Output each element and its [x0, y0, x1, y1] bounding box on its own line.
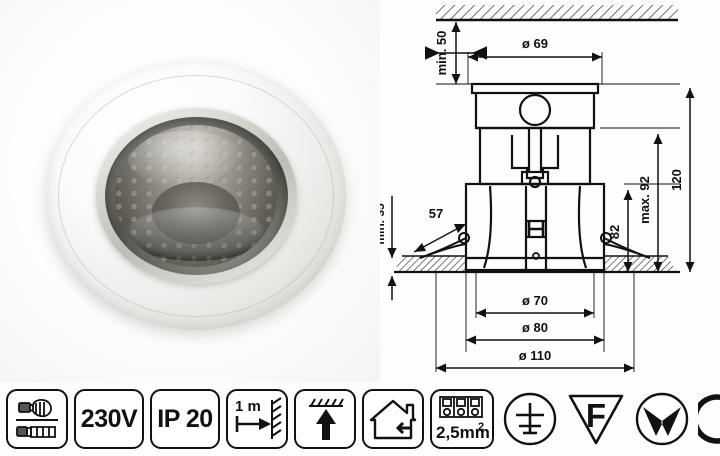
dimension-drawing-svg: min. 50 ø 69	[380, 5, 695, 373]
fixture-cross-section	[464, 82, 606, 272]
ceiling-slab-top	[436, 5, 678, 22]
dimension-dia-80: ø 80	[466, 320, 604, 345]
pictogram-voltage: 230V	[74, 389, 144, 449]
dimension-min-50: min. 50	[425, 22, 487, 84]
dimension-57: 57	[413, 206, 467, 253]
spring-clips	[419, 232, 651, 259]
lamp-types-icon	[16, 399, 58, 438]
pictogram-f-mark: F	[566, 389, 626, 449]
terminal-label: 2,5mm	[436, 423, 490, 442]
downlight-fixture-image	[46, 62, 346, 330]
terminal-superscript: 2	[478, 421, 484, 433]
pictogram-ceiling-mount	[294, 389, 356, 449]
dimension-dia-110: ø 110	[436, 348, 634, 373]
dim-label-min-35: min. 35	[380, 203, 387, 245]
conformity-chevron-icon	[635, 392, 689, 446]
dimension-dia-69: ø 69	[467, 36, 603, 84]
dimension-min-35: min. 35	[380, 196, 397, 300]
dim-label-82: 82	[607, 225, 622, 239]
dim-label-dia-110: ø 110	[519, 348, 552, 363]
ceiling-mount-icon	[309, 398, 344, 440]
pictogram-lamp-types	[6, 389, 68, 449]
reflector-core	[152, 181, 240, 245]
ce-mark-icon	[698, 394, 720, 444]
ip-rating-label: IP 20	[157, 404, 213, 433]
dim-label-min-50: min. 50	[434, 31, 449, 76]
pictogram-earth-ground	[500, 389, 560, 449]
indoor-use-icon	[369, 399, 417, 440]
dimension-82: 82	[607, 183, 680, 272]
faceted-reflector	[115, 124, 277, 267]
min-distance-icon: 1 m	[235, 397, 282, 439]
dim-label-dia-70: ø 70	[522, 293, 548, 308]
reflector-highlight	[127, 130, 245, 188]
pictogram-conformity-chevron	[632, 389, 692, 449]
dim-label-max-92: max. 92	[637, 176, 652, 224]
product-photo	[0, 0, 380, 382]
technical-drawing: min. 50 ø 69	[380, 0, 720, 382]
dim-label-57: 57	[429, 206, 443, 221]
dimension-dia-70: ø 70	[476, 293, 594, 318]
pictogram-ip-rating: IP 20	[150, 389, 220, 449]
dimension-max-92: max. 92	[600, 127, 680, 272]
pictogram-ce-mark	[698, 389, 720, 449]
pictogram-min-distance: 1 m	[226, 389, 288, 449]
dim-label-dia-80: ø 80	[522, 320, 548, 335]
specification-pictogram-row: 230V IP 20 1 m	[0, 382, 720, 456]
dim-label-120: 120	[669, 169, 684, 191]
dim-label-dia-69: ø 69	[522, 36, 548, 51]
reflector-lip	[126, 207, 266, 262]
distance-label: 1 m	[235, 398, 261, 415]
pictogram-indoor-use	[362, 389, 424, 449]
pictogram-terminal-block: 2,5mm 2	[430, 389, 494, 449]
voltage-label: 230V	[80, 404, 138, 433]
earth-ground-icon	[503, 392, 557, 446]
dimension-120: 120	[669, 88, 695, 272]
diameter-extension-lines	[435, 272, 635, 372]
f-mark-icon: F	[568, 394, 624, 445]
f-mark-label: F	[586, 397, 606, 434]
terminal-block-icon: 2,5mm 2	[436, 396, 490, 442]
